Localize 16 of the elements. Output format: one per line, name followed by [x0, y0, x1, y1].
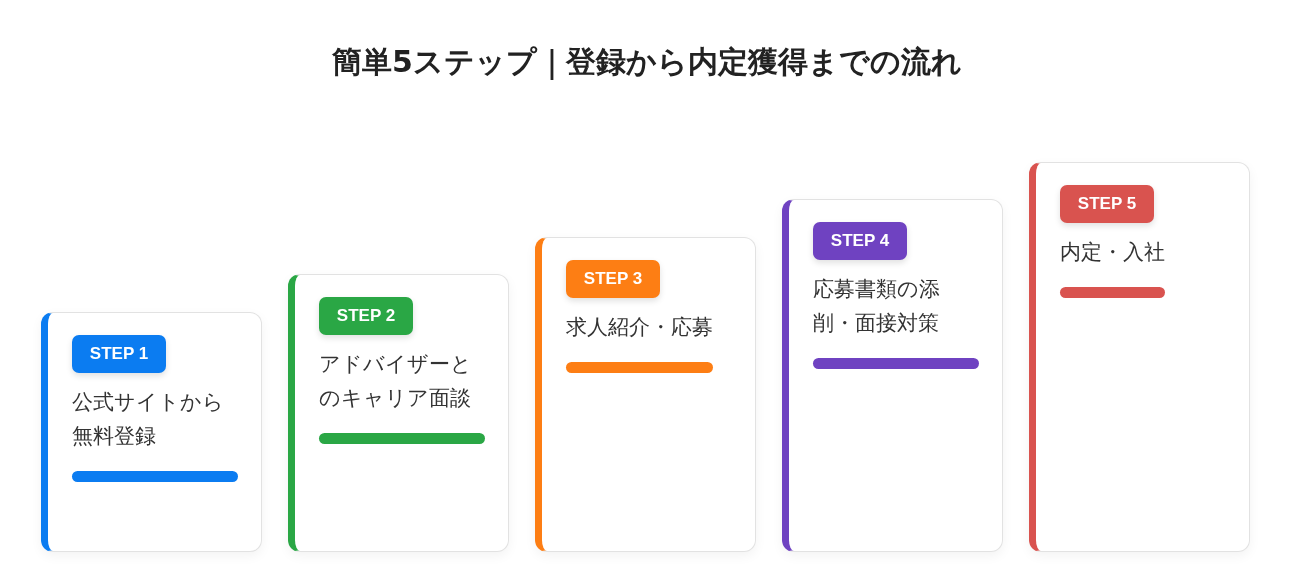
- step-text: アドバイザーとのキャリア面談: [319, 351, 473, 412]
- step-badge: STEP 3: [566, 260, 660, 298]
- step-card: [288, 274, 509, 552]
- step-badge: STEP 4: [813, 222, 907, 260]
- step-card: [782, 199, 1003, 552]
- step-card: [1029, 162, 1250, 552]
- step-badge: STEP 5: [1060, 185, 1154, 223]
- step-text: 公式サイトから無料登録: [72, 389, 225, 450]
- step-text: 内定・入社: [1060, 239, 1165, 266]
- step-card: [535, 237, 756, 552]
- diagram-title: 簡単5ステップ｜登録から内定獲得までの流れ: [332, 43, 962, 82]
- step-card: [41, 312, 262, 552]
- step-badge: STEP 2: [319, 297, 413, 335]
- step-text: 応募書類の添削・面接対策: [813, 276, 941, 337]
- step-text: 求人紹介・応募: [566, 314, 713, 341]
- step-badge: STEP 1: [72, 335, 166, 373]
